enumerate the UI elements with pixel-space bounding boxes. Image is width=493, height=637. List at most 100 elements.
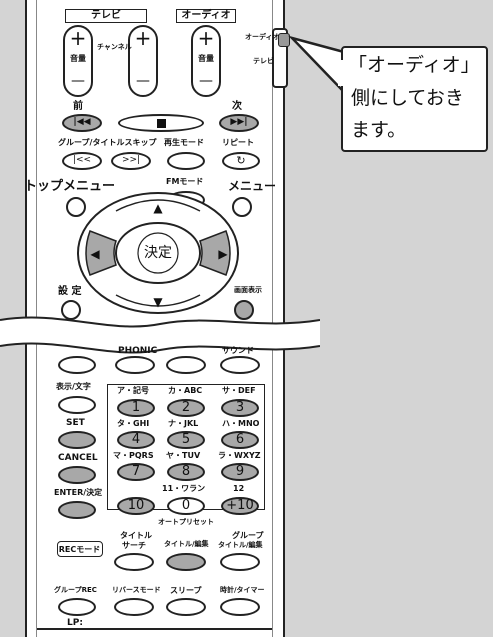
- callout-line-1: 「オーディオ」: [348, 54, 480, 76]
- prev-button[interactable]: |◀◀: [62, 114, 102, 132]
- next-icon: ▶▶|: [230, 117, 248, 127]
- dpad-right-icon: ▶: [218, 247, 228, 261]
- group-skip-forward-button[interactable]: >>|: [111, 152, 151, 170]
- tv-volume-rocker[interactable]: [63, 25, 93, 97]
- stop-icon: [157, 119, 166, 128]
- group-rec-label: グループREC: [54, 586, 97, 594]
- skip-back-icon: |<<: [72, 155, 92, 165]
- group-title-label-2: タイトル/編集: [218, 541, 263, 549]
- key-9[interactable]: 9: [221, 463, 259, 481]
- repeat-label: リピート: [222, 138, 254, 147]
- key-7[interactable]: 7: [117, 463, 155, 481]
- set-label: SET: [66, 418, 85, 428]
- key2-label: カ・ABC: [168, 386, 203, 395]
- enter-label: 決定: [144, 245, 172, 261]
- left-key-row6[interactable]: [58, 356, 96, 374]
- key-10[interactable]: 10: [117, 497, 155, 515]
- key-plus10[interactable]: +10: [221, 497, 259, 515]
- bottom-divider: [37, 628, 272, 630]
- audio-volume-rocker[interactable]: [191, 25, 221, 97]
- callout-line-3: ます。: [351, 119, 407, 141]
- audio-volume-label: 音量: [198, 54, 214, 63]
- key-1[interactable]: 1: [117, 399, 155, 417]
- menu-label: メニュー: [228, 179, 277, 193]
- callout-box: [341, 46, 488, 152]
- repeat-button[interactable]: ↻: [222, 152, 260, 170]
- switch-label-tv: テレビ: [253, 57, 274, 65]
- phonic-label: PHONIC: [118, 346, 158, 356]
- title-edit-button[interactable]: [166, 553, 206, 571]
- dpad-left-icon: ◀: [90, 247, 100, 261]
- display-text-label: 表示/文字: [56, 382, 91, 391]
- fm-mode-label: FMモード: [166, 177, 204, 186]
- reverse-mode-button[interactable]: [114, 598, 154, 616]
- top-menu-button[interactable]: [66, 197, 86, 217]
- group-skip-label: グループ/タイトルスキップ: [58, 138, 157, 147]
- key-12-label: 12: [233, 484, 245, 493]
- lp-label: LP:: [67, 618, 83, 628]
- prev-icon: |◀◀: [73, 117, 91, 127]
- key6-label: ハ・MNO: [222, 419, 260, 428]
- audio-volume-minus: —: [199, 73, 213, 89]
- group-skip-back-button[interactable]: |<<: [62, 152, 102, 170]
- key-5[interactable]: 5: [167, 431, 205, 449]
- key-4[interactable]: 4: [117, 431, 155, 449]
- setup-button[interactable]: [61, 300, 81, 320]
- sound-button[interactable]: [220, 356, 260, 374]
- enter-side-button[interactable]: [58, 501, 96, 519]
- rec-mode-button[interactable]: RECモード: [57, 541, 103, 557]
- menu-button[interactable]: [232, 197, 252, 217]
- set-button[interactable]: [58, 431, 96, 449]
- key-2[interactable]: 2: [167, 399, 205, 417]
- skip-forward-icon: >>|: [121, 155, 141, 165]
- reverse-mode-label: リバースモード: [112, 586, 161, 594]
- dpad-up-icon[interactable]: ▲: [153, 201, 163, 215]
- tv-volume-minus: —: [71, 73, 85, 89]
- sound-label: サウンド: [222, 346, 254, 355]
- stop-button[interactable]: [118, 114, 204, 132]
- clock-timer-label: 時計/タイマー: [220, 586, 265, 594]
- title-search-button[interactable]: [114, 553, 154, 571]
- auto-preset-label: オートプリセット: [158, 518, 214, 526]
- sleep-label: スリープ: [170, 586, 202, 595]
- channel-rocker[interactable]: [128, 25, 158, 97]
- title-search-label-2: サーチ: [122, 541, 146, 550]
- dpad-right-arrow-button[interactable]: [199, 230, 231, 276]
- key9-label: ラ・WXYZ: [218, 451, 261, 460]
- key7-label: マ・PQRS: [113, 451, 154, 460]
- cancel-button[interactable]: [58, 466, 96, 484]
- group-title-label-1: グループ: [232, 531, 264, 540]
- enter-button[interactable]: [137, 232, 179, 274]
- audio-volume-plus: +: [197, 26, 215, 50]
- key-6[interactable]: 6: [221, 431, 259, 449]
- group-rec-button[interactable]: [58, 598, 96, 616]
- display-text-button[interactable]: [58, 396, 96, 414]
- channel-label: チャンネル: [97, 43, 132, 51]
- key-0[interactable]: 0: [167, 497, 205, 515]
- group-title-button[interactable]: [220, 553, 260, 571]
- next-button[interactable]: ▶▶|: [219, 114, 259, 132]
- cancel-label: CANCEL: [58, 453, 98, 463]
- dpad: [77, 192, 239, 314]
- play-mode-button[interactable]: [167, 152, 205, 170]
- next-label: 次: [232, 101, 242, 112]
- enter-side-label: ENTER/決定: [54, 488, 103, 497]
- dpad-left-arrow-button[interactable]: [85, 230, 117, 276]
- display-label: 画面表示: [234, 286, 262, 294]
- key3-label: サ・DEF: [222, 386, 256, 395]
- dpad-down-icon[interactable]: ▼: [153, 295, 163, 309]
- title-search-label-1: タイトル: [120, 531, 152, 540]
- tab-tv: テレビ: [65, 9, 147, 23]
- callout-line-2: 側にしておき: [351, 87, 464, 109]
- mode-switch-knob[interactable]: [278, 33, 290, 47]
- key8-label: ヤ・TUV: [166, 451, 201, 460]
- repeat-icon: ↻: [236, 154, 246, 167]
- clock-timer-button[interactable]: [220, 598, 260, 616]
- key-8[interactable]: 8: [167, 463, 205, 481]
- sleep-button[interactable]: [166, 598, 206, 616]
- center-key-row6[interactable]: [166, 356, 206, 374]
- phonic-button[interactable]: [115, 356, 155, 374]
- rec-mode-label: RECモード: [58, 545, 101, 554]
- display-button[interactable]: [234, 300, 254, 320]
- key-3[interactable]: 3: [221, 399, 259, 417]
